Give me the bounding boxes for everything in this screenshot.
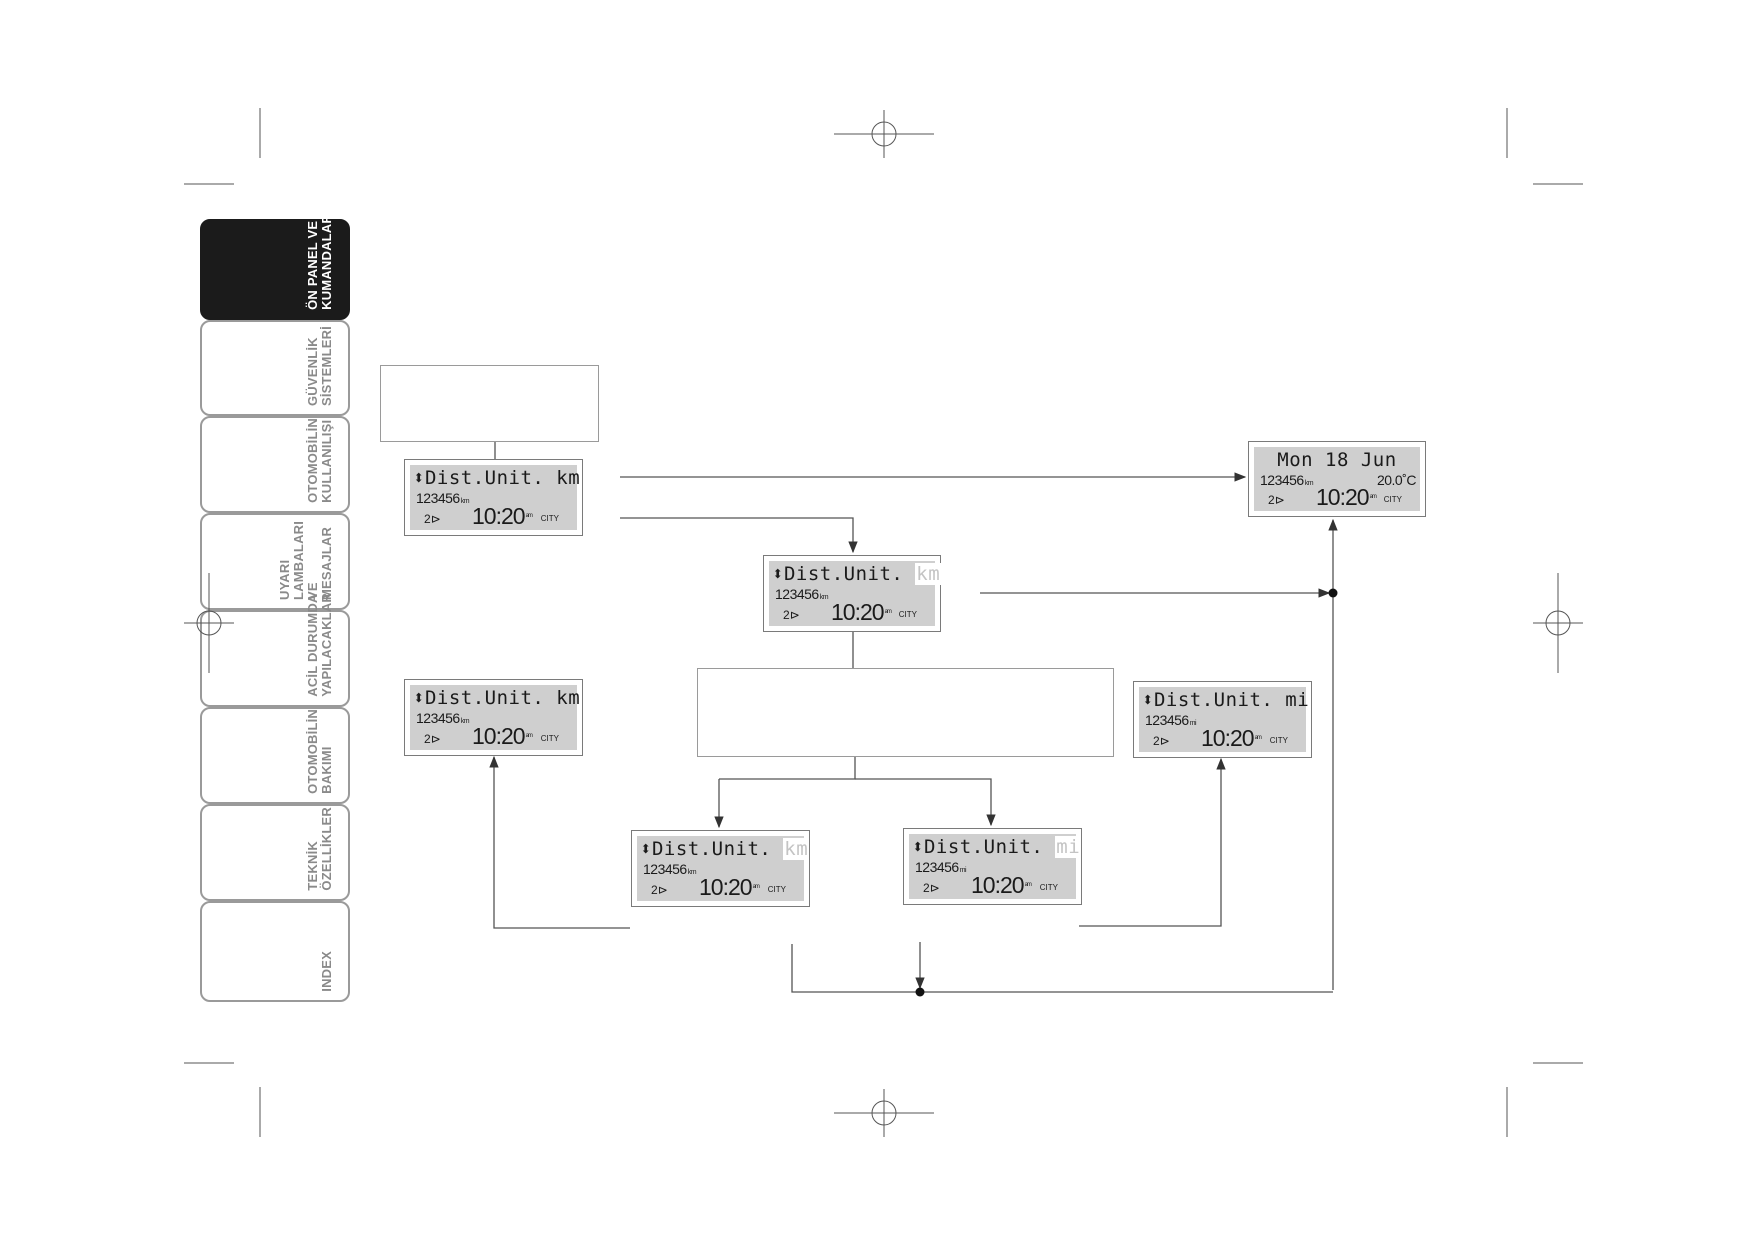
display-title: Dist.Unit. km: [424, 687, 581, 709]
tab-acil-durumda-yapilacaklar[interactable]: ACİL DURUMDA YAPILACAKLAR: [200, 593, 350, 707]
odometer-unit: km: [460, 498, 470, 505]
registration-mark-icon: [834, 1089, 934, 1137]
odometer: 123456: [416, 710, 460, 726]
gear-arrow-icon: ⊳: [789, 608, 800, 622]
odometer: 123456: [416, 490, 460, 506]
clock-ampm: am: [1254, 735, 1262, 741]
odometer: 123456: [915, 859, 959, 875]
clock-ampm: am: [1369, 494, 1377, 500]
up-down-arrows-icon: ⬍: [413, 467, 425, 489]
gear-number: 2: [923, 881, 930, 895]
annotation-box-mode-button: [380, 365, 599, 442]
clock-ampm: am: [884, 609, 892, 615]
gear-arrow-icon: ⊳: [430, 732, 441, 746]
tab-uyari-lambalari-ve-mesajlar[interactable]: UYARI LAMBALARI VE MESAJLAR: [200, 513, 350, 610]
crop-marks: [184, 108, 1583, 1137]
gear-number: 2: [651, 883, 658, 897]
gear-number: 2: [424, 512, 431, 526]
tab-guvenlik-sistemleri[interactable]: GÜVENLİK SİSTEMLERİ: [200, 320, 350, 416]
clock-time: 10:20: [1201, 725, 1255, 751]
connector: [791, 944, 1333, 993]
registration-mark-icon: [184, 573, 234, 673]
clock-time: 10:20: [1316, 484, 1370, 510]
clock-time: 10:20: [472, 503, 526, 529]
blinking-unit: km: [783, 838, 810, 860]
drive-mode: CITY: [898, 610, 917, 619]
odometer-unit: km: [819, 594, 829, 601]
up-down-arrows-icon: ⬍: [1142, 689, 1154, 711]
connector: [719, 757, 856, 780]
display-title: Dist.Unit.: [923, 836, 1044, 858]
odometer: 123456: [643, 861, 687, 877]
clock-ampm: am: [525, 733, 533, 739]
tab-index[interactable]: INDEX: [200, 901, 350, 1002]
outside-temperature: 20.0˚C: [1376, 472, 1417, 488]
odometer: 123456: [1145, 712, 1189, 728]
odometer-unit: km: [460, 718, 470, 725]
gear-number: 2: [1268, 493, 1275, 507]
tab-teknik-ozellikler[interactable]: TEKNİK ÖZELLİKLER: [200, 804, 350, 901]
drive-mode: CITY: [540, 514, 559, 523]
odometer-unit: km: [687, 869, 697, 876]
gear-arrow-icon: ⊳: [929, 881, 940, 895]
up-down-arrows-icon: ⬍: [772, 563, 784, 585]
lcd-display-result-mi: ⬍Dist.Unit. mi 123456mi 2⊳ 10:20am CITY: [1133, 681, 1312, 758]
gear-number: 2: [424, 732, 431, 746]
display-title: Dist.Unit.: [783, 563, 904, 585]
drive-mode: CITY: [767, 885, 786, 894]
lcd-display-option-km: ⬍Dist.Unit. km 123456km 2⊳ 10:20am CITY: [631, 830, 810, 907]
clock-ampm: am: [1024, 882, 1032, 888]
clock-ampm: am: [525, 513, 533, 519]
odometer: 123456: [775, 586, 819, 602]
registration-mark-icon: [834, 110, 934, 158]
drive-mode: CITY: [1039, 883, 1058, 892]
clock-time: 10:20: [831, 599, 885, 625]
lcd-display-option-mi: ⬍Dist.Unit. mi 123456mi 2⊳ 10:20am CITY: [903, 828, 1082, 905]
tab-otomobilin-bakimi[interactable]: OTOMOBİLİN BAKIMI: [200, 707, 350, 804]
gear-arrow-icon: ⊳: [1274, 493, 1285, 507]
tab-on-panel-ve-kumandalar[interactable]: ÖN PANEL VE KUMANDALAR: [200, 214, 350, 320]
drive-mode: CITY: [1383, 495, 1402, 504]
gear-arrow-icon: ⊳: [657, 883, 668, 897]
up-down-arrows-icon: ⬍: [640, 838, 652, 860]
arrow-to-select: [620, 517, 858, 554]
odometer-unit: mi: [1189, 720, 1197, 727]
clock-time: 10:20: [971, 872, 1025, 898]
lcd-display-result-km: ⬍Dist.Unit. km 123456km 2⊳ 10:20am CITY: [404, 679, 583, 756]
lcd-display-select-unit: ⬍Dist.Unit. km 123456km 2⊳ 10:20am CITY: [763, 555, 942, 632]
drive-mode: CITY: [1269, 736, 1288, 745]
display-title: Dist.Unit.: [651, 838, 772, 860]
gear-number: 2: [783, 608, 790, 622]
arrow-to-result-mi: [1079, 757, 1226, 927]
blinking-unit: km: [915, 563, 942, 585]
blinking-unit: mi: [1055, 836, 1082, 858]
display-title: Dist.Unit. mi: [1153, 689, 1310, 711]
odometer: 123456: [1260, 472, 1304, 488]
gear-number: 2: [1153, 734, 1160, 748]
clock-time: 10:20: [472, 723, 526, 749]
gear-arrow-icon: ⊳: [430, 512, 441, 526]
display-title: Dist.Unit. km: [424, 467, 581, 489]
lcd-display-standard: Mon 18 Jun 123456km 20.0˚C 2⊳ 10:20am CI…: [1248, 441, 1426, 517]
arrow-to-result-km: [489, 755, 630, 929]
gear-arrow-icon: ⊳: [1159, 734, 1170, 748]
odometer-unit: mi: [959, 867, 967, 874]
display-date: Mon 18 Jun: [1277, 449, 1397, 471]
registration-mark-icon: [1533, 573, 1583, 673]
lcd-display-dist-unit: ⬍Dist.Unit. km 123456km 2⊳ 10:20am CITY: [404, 459, 583, 536]
junction-dot: [915, 987, 925, 997]
drive-mode: CITY: [540, 734, 559, 743]
clock-time: 10:20: [699, 874, 753, 900]
tab-otomobilin-kullanilisi[interactable]: OTOMOBİLİN KULLANILIŞI: [200, 416, 350, 513]
annotation-box-select-unit: [697, 668, 1114, 757]
clock-ampm: am: [752, 884, 760, 890]
odometer-unit: km: [1304, 480, 1314, 487]
arrow-to-option-mi: [855, 778, 996, 827]
up-down-arrows-icon: ⬍: [413, 687, 425, 709]
up-down-arrows-icon: ⬍: [912, 836, 924, 858]
junction-dot: [1328, 588, 1338, 598]
